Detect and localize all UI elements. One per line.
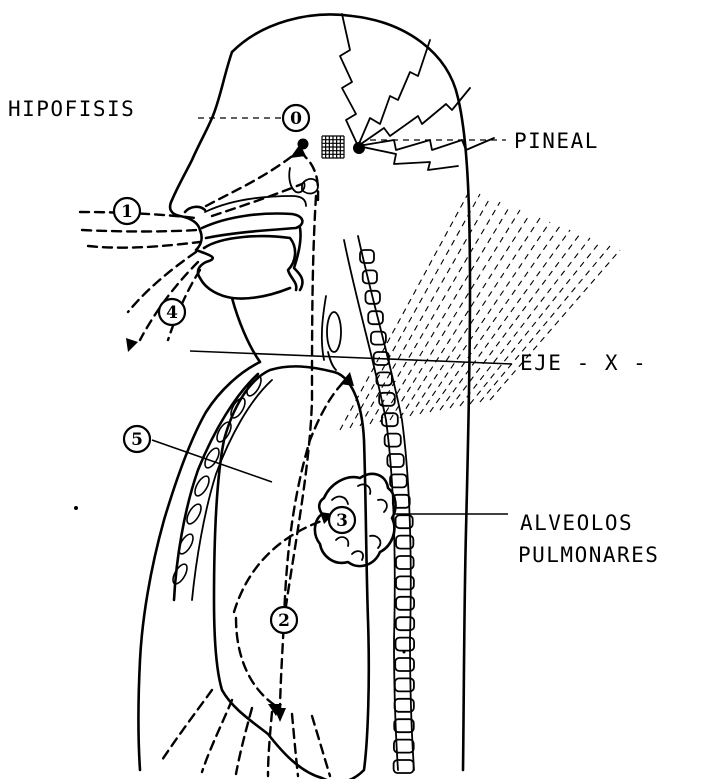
hipofisis-dot bbox=[298, 139, 309, 150]
palate bbox=[202, 214, 302, 238]
marker-3-text: 3 bbox=[336, 511, 348, 531]
field-line bbox=[490, 250, 620, 400]
vertebra bbox=[363, 270, 377, 283]
vertebra bbox=[396, 638, 415, 651]
marker-0: 0 bbox=[283, 105, 309, 131]
marker-2-text: 2 bbox=[278, 611, 290, 631]
label-eje: EJE - X - bbox=[520, 351, 647, 375]
front-neck bbox=[139, 298, 261, 770]
marker-0-text: 0 bbox=[290, 109, 302, 129]
speck bbox=[74, 506, 78, 510]
flow-4-exhalation bbox=[128, 252, 200, 340]
larynx bbox=[327, 312, 341, 352]
pineal-dot bbox=[353, 142, 365, 154]
field-line bbox=[470, 242, 600, 404]
marker-1: 1 bbox=[114, 198, 140, 224]
marker-3: 3 bbox=[329, 507, 355, 533]
mouth-chin bbox=[196, 230, 290, 299]
marker-5-leader bbox=[152, 440, 272, 482]
marker-4-text: 4 bbox=[166, 303, 178, 323]
marker-1-text: 1 bbox=[121, 202, 133, 222]
label-pineal: PINEAL bbox=[514, 129, 599, 153]
label-alveolos: ALVEOLOS bbox=[520, 511, 633, 535]
label-hipofisis: HIPOFISIS bbox=[8, 97, 135, 121]
vertebra bbox=[396, 617, 414, 630]
flow-2-curve bbox=[236, 618, 276, 706]
flow-to-hipofisis bbox=[206, 150, 318, 216]
marker-5: 5 bbox=[124, 426, 150, 452]
trachea-base bbox=[328, 352, 336, 370]
flow-5-rising bbox=[284, 378, 348, 620]
field-line bbox=[350, 194, 480, 428]
marker-4: 4 bbox=[159, 299, 185, 325]
field-line bbox=[480, 246, 610, 402]
label-pulmonares: PULMONARES bbox=[518, 543, 659, 567]
spinal-cord-front bbox=[344, 240, 398, 770]
flow-bottom-radiation bbox=[162, 690, 330, 776]
eje-axis bbox=[190, 351, 512, 364]
vertebra bbox=[368, 311, 383, 324]
pineal-grid bbox=[322, 136, 344, 158]
marker-2: 2 bbox=[271, 607, 297, 633]
field-line bbox=[460, 238, 590, 406]
marker-5-text: 5 bbox=[131, 430, 143, 450]
nostril bbox=[185, 207, 205, 212]
tongue bbox=[204, 236, 296, 290]
energy-field bbox=[340, 190, 620, 430]
face-profile bbox=[170, 52, 232, 230]
vertebra bbox=[395, 658, 414, 671]
trachea bbox=[322, 296, 326, 360]
speck bbox=[403, 651, 406, 654]
sternum-segment bbox=[170, 562, 190, 586]
